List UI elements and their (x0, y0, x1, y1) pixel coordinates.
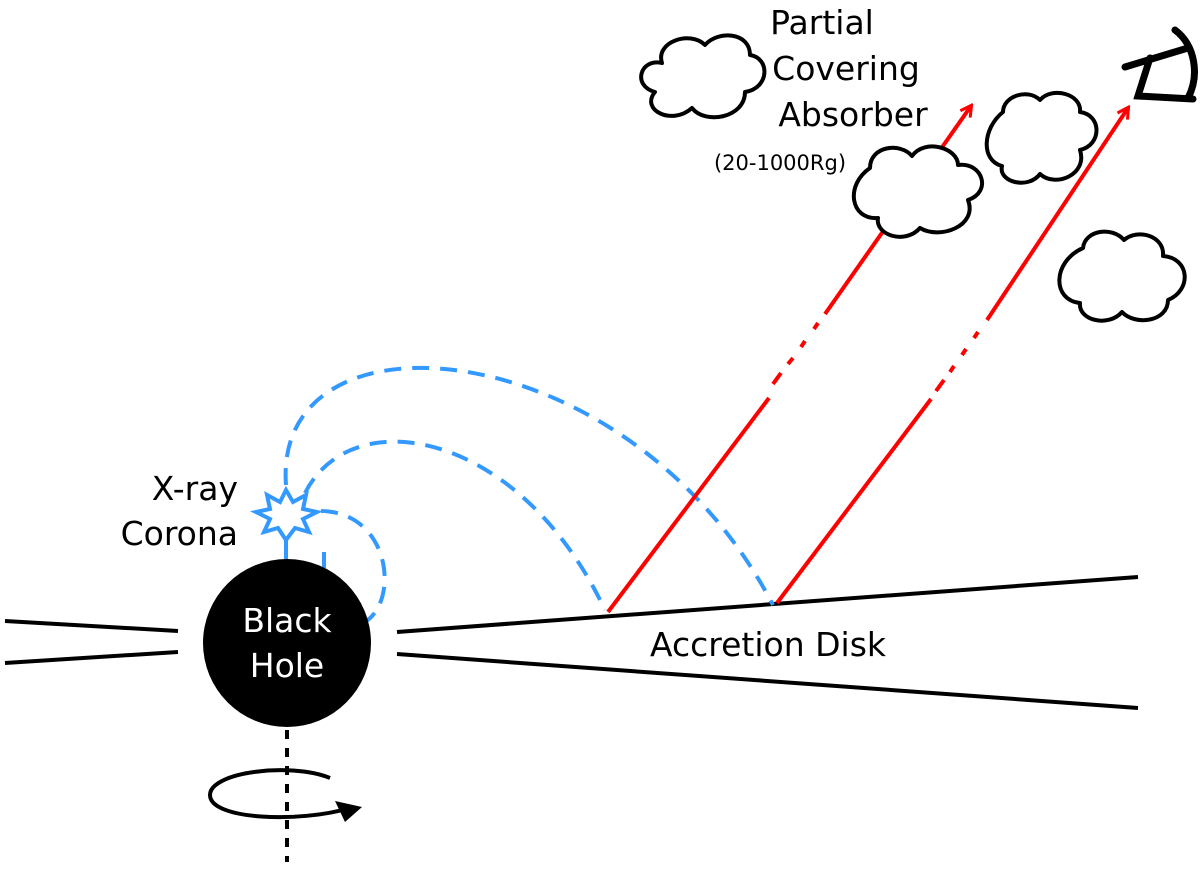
starburst-icon (250, 485, 323, 567)
disk-left-upper-edge (4, 619, 179, 633)
absorber-label-line1: Partial (770, 3, 874, 42)
absorber-label-line2: Covering (772, 49, 920, 88)
field-line-middle (303, 439, 607, 611)
cloud-icon (984, 90, 1099, 185)
cloud-icon (851, 144, 985, 239)
cloud-icon (639, 33, 767, 120)
black-hole: Black Hole (203, 559, 371, 727)
black-hole-label-line2: Hole (250, 646, 324, 685)
corona-label-line2: Corona (121, 514, 238, 553)
field-line-outer (283, 366, 775, 606)
absorber-range-label: (20-1000Rg) (714, 151, 846, 175)
absorber-clouds (639, 33, 1187, 323)
accretion-disk-label: Accretion Disk (650, 625, 887, 664)
absorber-label-line3: Absorber (778, 95, 928, 134)
corona-label: X-ray Corona (121, 469, 238, 553)
cloud-icon (1057, 229, 1187, 323)
disk-right-lower-edge (396, 652, 1139, 710)
spin-axis (207, 730, 362, 862)
disk-left-lower-edge (4, 650, 179, 665)
black-hole-label-line1: Black (242, 601, 332, 640)
absorber-label: Partial Covering Absorber (20-1000Rg) (714, 3, 928, 175)
disk-right-upper-edge (396, 575, 1139, 634)
corona-field-lines (283, 366, 775, 624)
accretion-disk (4, 575, 1139, 710)
corona-label-line1: X-ray (152, 469, 238, 508)
ray-right (775, 108, 1128, 605)
telescope-icon (1121, 26, 1198, 103)
emission-rays (606, 106, 1128, 614)
rotation-arrow-icon (207, 768, 362, 822)
